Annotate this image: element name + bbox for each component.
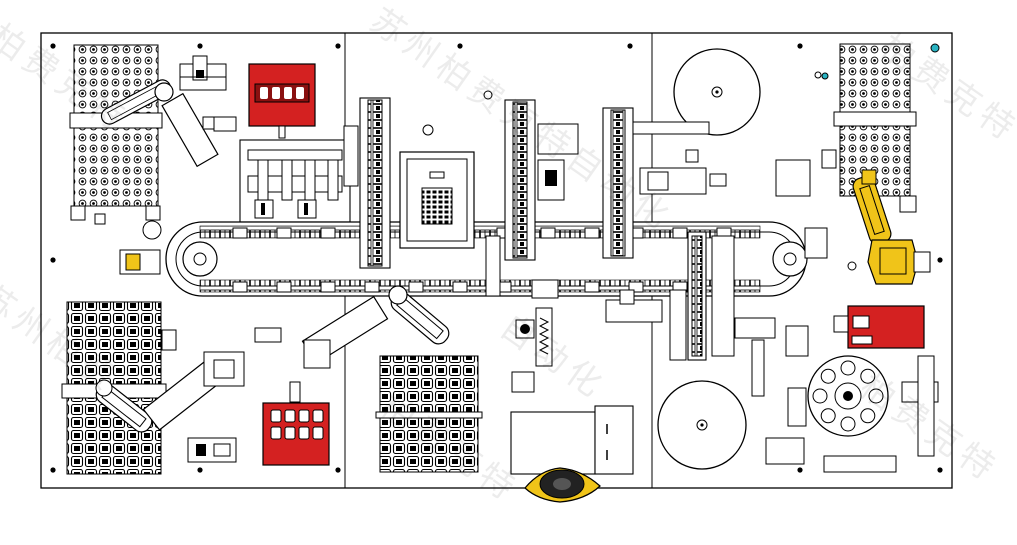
- frame-bolt: [50, 257, 56, 263]
- electrical-cabinet: [510, 405, 634, 475]
- base-unit-bottom-center: [524, 467, 601, 503]
- red-module-right: [833, 305, 925, 349]
- vertical-lift-2: [504, 99, 579, 261]
- post-right: [751, 339, 765, 397]
- conveyor-fixture: [584, 281, 600, 293]
- fixture-right-top: [785, 325, 809, 357]
- robot-arm-lower-left: [95, 351, 245, 433]
- tray-top-left: [69, 44, 163, 225]
- bridge-post: [485, 235, 501, 297]
- frame-bolt: [937, 257, 943, 263]
- turntable-pocket: [840, 360, 856, 376]
- conveyor-sprocket-right: [772, 241, 808, 277]
- frame-bolt: [50, 467, 56, 473]
- turntable-pocket: [840, 416, 856, 432]
- red-module-bottom: [262, 381, 330, 466]
- turntable-pocket: [860, 408, 876, 424]
- conveyor-fixture: [584, 227, 600, 239]
- conveyor-fixture: [408, 281, 424, 293]
- frame-bolt: [627, 43, 633, 49]
- bridge-block: [531, 279, 559, 299]
- robot-arm-center: [301, 285, 450, 369]
- fixture-top-left: [179, 55, 227, 91]
- reel-bottom: [657, 380, 747, 470]
- small-box-center: [511, 371, 535, 393]
- robot-arm-upper-left: [100, 79, 230, 168]
- frame-bolt: [50, 43, 56, 49]
- turntable-pocket: [868, 388, 884, 404]
- conveyor-fixture: [232, 281, 248, 293]
- turntable-pocket: [820, 408, 836, 424]
- frame-bolt: [197, 467, 203, 473]
- conveyor-fixture: [276, 281, 292, 293]
- conveyor-fixture: [320, 227, 336, 239]
- frame-bolt: [335, 467, 341, 473]
- conveyor-fixture: [320, 281, 336, 293]
- turntable-pocket: [812, 388, 828, 404]
- box-lower-right: [765, 437, 805, 465]
- vertical-lift-4: [605, 231, 735, 361]
- control-panel: [399, 151, 475, 249]
- gripper-unit-bottom-left: [187, 437, 237, 463]
- frame-bolt: [937, 467, 943, 473]
- reel-top: [673, 48, 761, 136]
- tray-center-bottom: [375, 355, 483, 473]
- plate-lower-left: [254, 327, 282, 343]
- gripper-right: [734, 317, 776, 339]
- conveyor-fixture: [276, 227, 292, 239]
- robot-arm-yellow: [852, 169, 931, 285]
- plate-right: [775, 159, 811, 197]
- vertical-lift-3: [602, 107, 727, 259]
- base-plate-right: [823, 455, 897, 473]
- marker-cyan-2: [930, 43, 940, 53]
- tray-bottom-left: [61, 301, 177, 475]
- frame-bolt: [797, 467, 803, 473]
- frame-bolt: [797, 43, 803, 49]
- red-module-top: [248, 63, 316, 139]
- rotary-turntable: [787, 355, 939, 457]
- marker-cyan-1: [821, 72, 829, 80]
- conveyor-fixture: [540, 227, 556, 239]
- conveyor-fixture: [452, 281, 468, 293]
- turntable-pocket: [820, 368, 836, 384]
- frame-bolt: [197, 43, 203, 49]
- vertical-lift-1: [343, 97, 391, 269]
- sensor-left: [142, 220, 162, 240]
- turntable-pocket: [860, 368, 876, 384]
- conveyor-fixture: [672, 227, 688, 239]
- frame-bolt: [335, 43, 341, 49]
- motor-right: [804, 227, 828, 259]
- conveyor-fixture: [628, 281, 644, 293]
- press-station-left: [213, 116, 351, 223]
- spring-feeder: [515, 307, 553, 367]
- conveyor-sprocket-left: [182, 241, 218, 277]
- conveyor-fixture: [232, 227, 248, 239]
- conveyor-fixture: [364, 281, 380, 293]
- motor-left-yellow-tag: [125, 253, 141, 271]
- frame-bolt: [457, 43, 463, 49]
